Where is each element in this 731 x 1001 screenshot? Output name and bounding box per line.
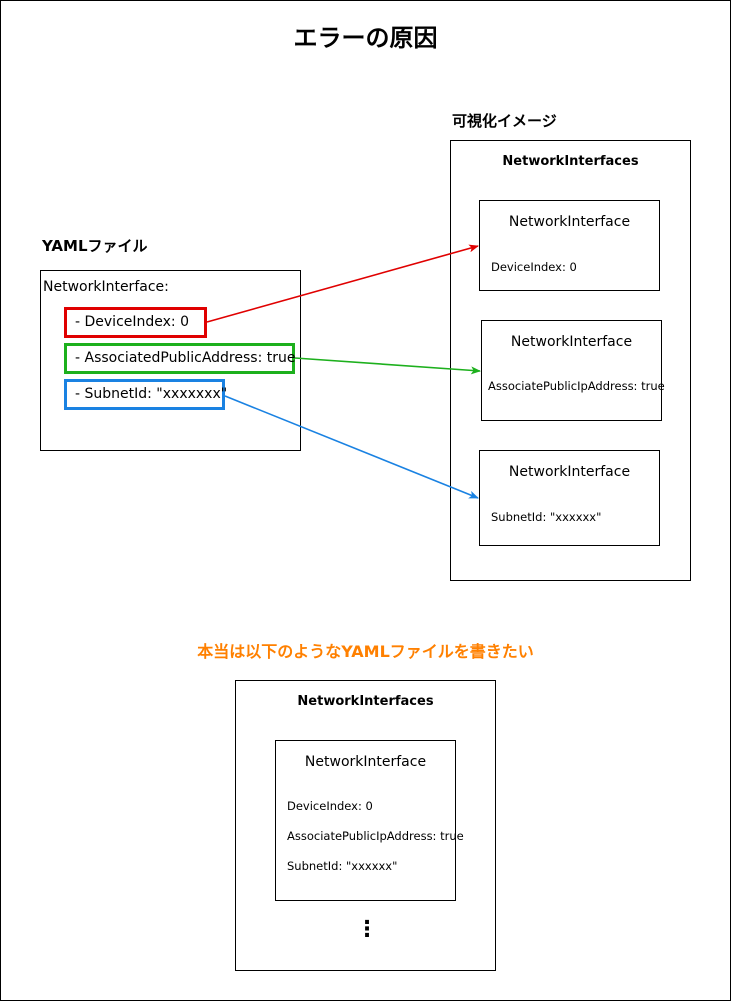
yaml-item-associated-public-address: - AssociatedPublicAddress: true xyxy=(64,343,295,374)
visual-box-title: NetworkInterface xyxy=(508,464,631,480)
yaml-heading: YAMLファイル xyxy=(42,237,148,255)
visual-box-title: NetworkInterface xyxy=(510,334,633,350)
visual-box-field: DeviceIndex: 0 xyxy=(491,260,577,274)
visual-heading: 可視化イメージ xyxy=(452,112,557,130)
visual-box-title: NetworkInterface xyxy=(508,214,631,230)
visual-box-associate-public-ip: NetworkInterface AssociatePublicIpAddres… xyxy=(481,320,665,421)
desired-container-label: NetworkInterfaces xyxy=(297,694,434,709)
visual-box-field: SubnetId: "xxxxxx" xyxy=(491,510,602,524)
desired-box-title: NetworkInterface xyxy=(304,754,427,770)
ellipsis-icon: ⋮ xyxy=(356,917,378,942)
visual-box-device-index: NetworkInterface DeviceIndex: 0 xyxy=(479,200,660,291)
yaml-item-subnet-id: - SubnetId: "xxxxxxx" xyxy=(64,379,227,410)
visual-container-label: NetworkInterfaces xyxy=(502,154,639,169)
diagram-title: エラーの原因 xyxy=(293,24,438,52)
yaml-root-key: NetworkInterface: xyxy=(43,279,169,295)
desired-field-device-index: DeviceIndex: 0 xyxy=(287,799,373,813)
yaml-item-device-index: - DeviceIndex: 0 xyxy=(64,307,207,338)
desired-field-associate-public-ip: AssociatePublicIpAddress: true xyxy=(287,829,464,843)
desired-field-subnet-id: SubnetId: "xxxxxx" xyxy=(287,859,398,873)
visual-box-subnet-id: NetworkInterface SubnetId: "xxxxxx" xyxy=(479,450,660,546)
desired-network-interface-box: NetworkInterface DeviceIndex: 0 Associat… xyxy=(275,740,464,901)
visual-box-field: AssociatePublicIpAddress: true xyxy=(488,379,665,393)
desired-heading: 本当は以下のようなYAMLファイルを書きたい xyxy=(197,642,534,661)
